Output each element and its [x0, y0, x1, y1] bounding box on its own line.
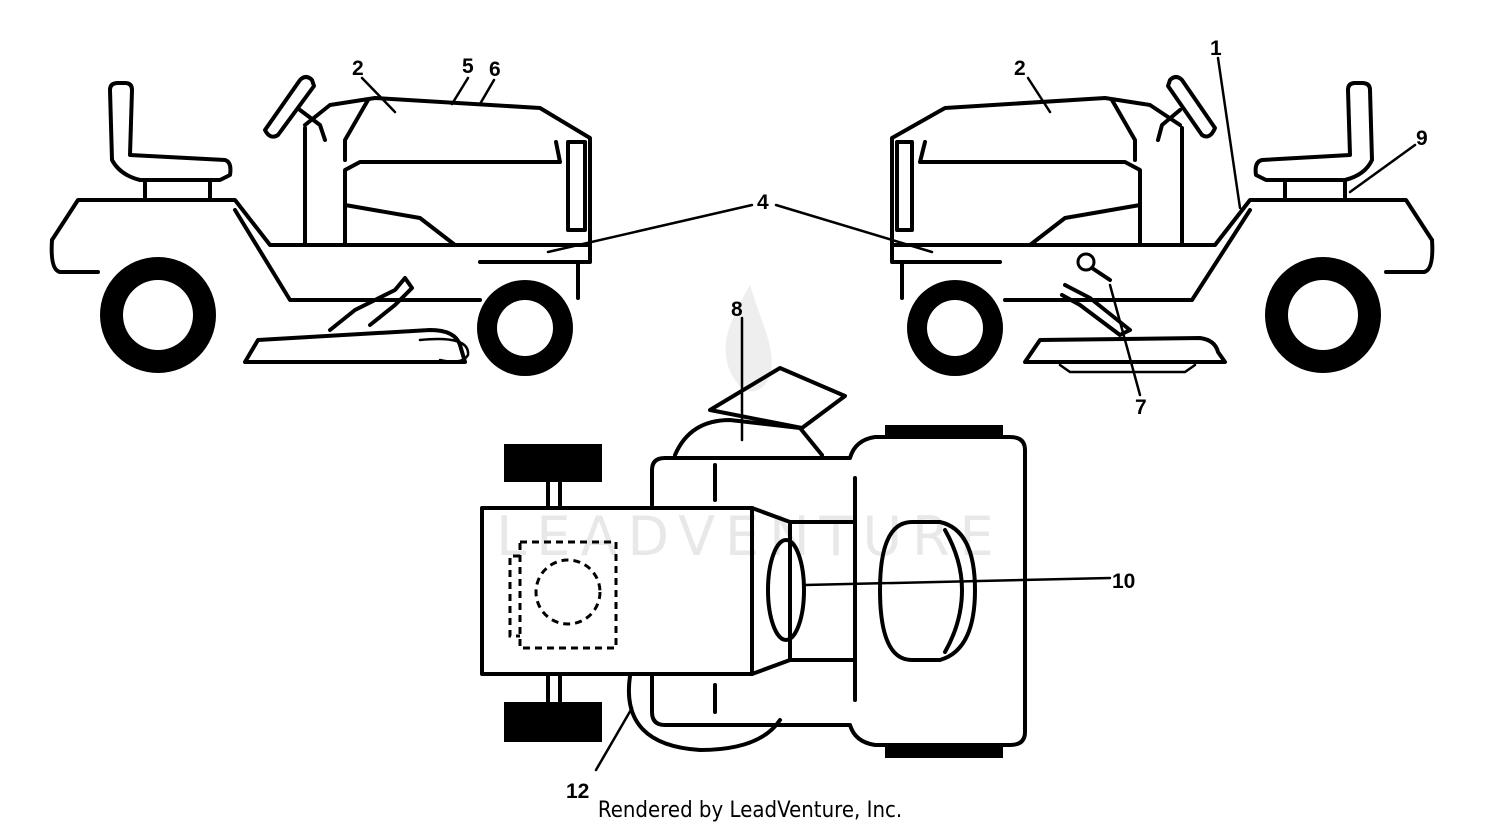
watermark-text: LEADVENTURE [496, 505, 1003, 568]
callout-2-left: 2 [352, 57, 364, 80]
mower-left-side-view: 2 5 6 [49, 55, 754, 376]
callout-6: 6 [489, 58, 501, 81]
callout-8: 8 [731, 298, 743, 321]
callout-7: 7 [1135, 396, 1147, 419]
callout-10: 10 [1112, 570, 1135, 593]
callout-12: 12 [566, 780, 589, 803]
mower-right-side-view: 2 1 9 7 [774, 37, 1435, 419]
rear-tire-bottom [504, 702, 602, 742]
leadventure-watermark: LEADVENTURE [496, 285, 1003, 568]
callout-4: 4 [757, 191, 769, 214]
callout-1: 1 [1210, 37, 1222, 60]
callout-2-right: 2 [1014, 57, 1026, 80]
front-tire-bottom [885, 744, 1003, 758]
rear-tire-top [504, 444, 602, 482]
credit-text: Rendered by LeadVenture, Inc. [597, 798, 903, 823]
mower-top-view: 8 10 12 [480, 298, 1135, 803]
flame-logo [725, 285, 772, 392]
callout-5: 5 [462, 55, 474, 78]
callout-9: 9 [1416, 127, 1428, 150]
